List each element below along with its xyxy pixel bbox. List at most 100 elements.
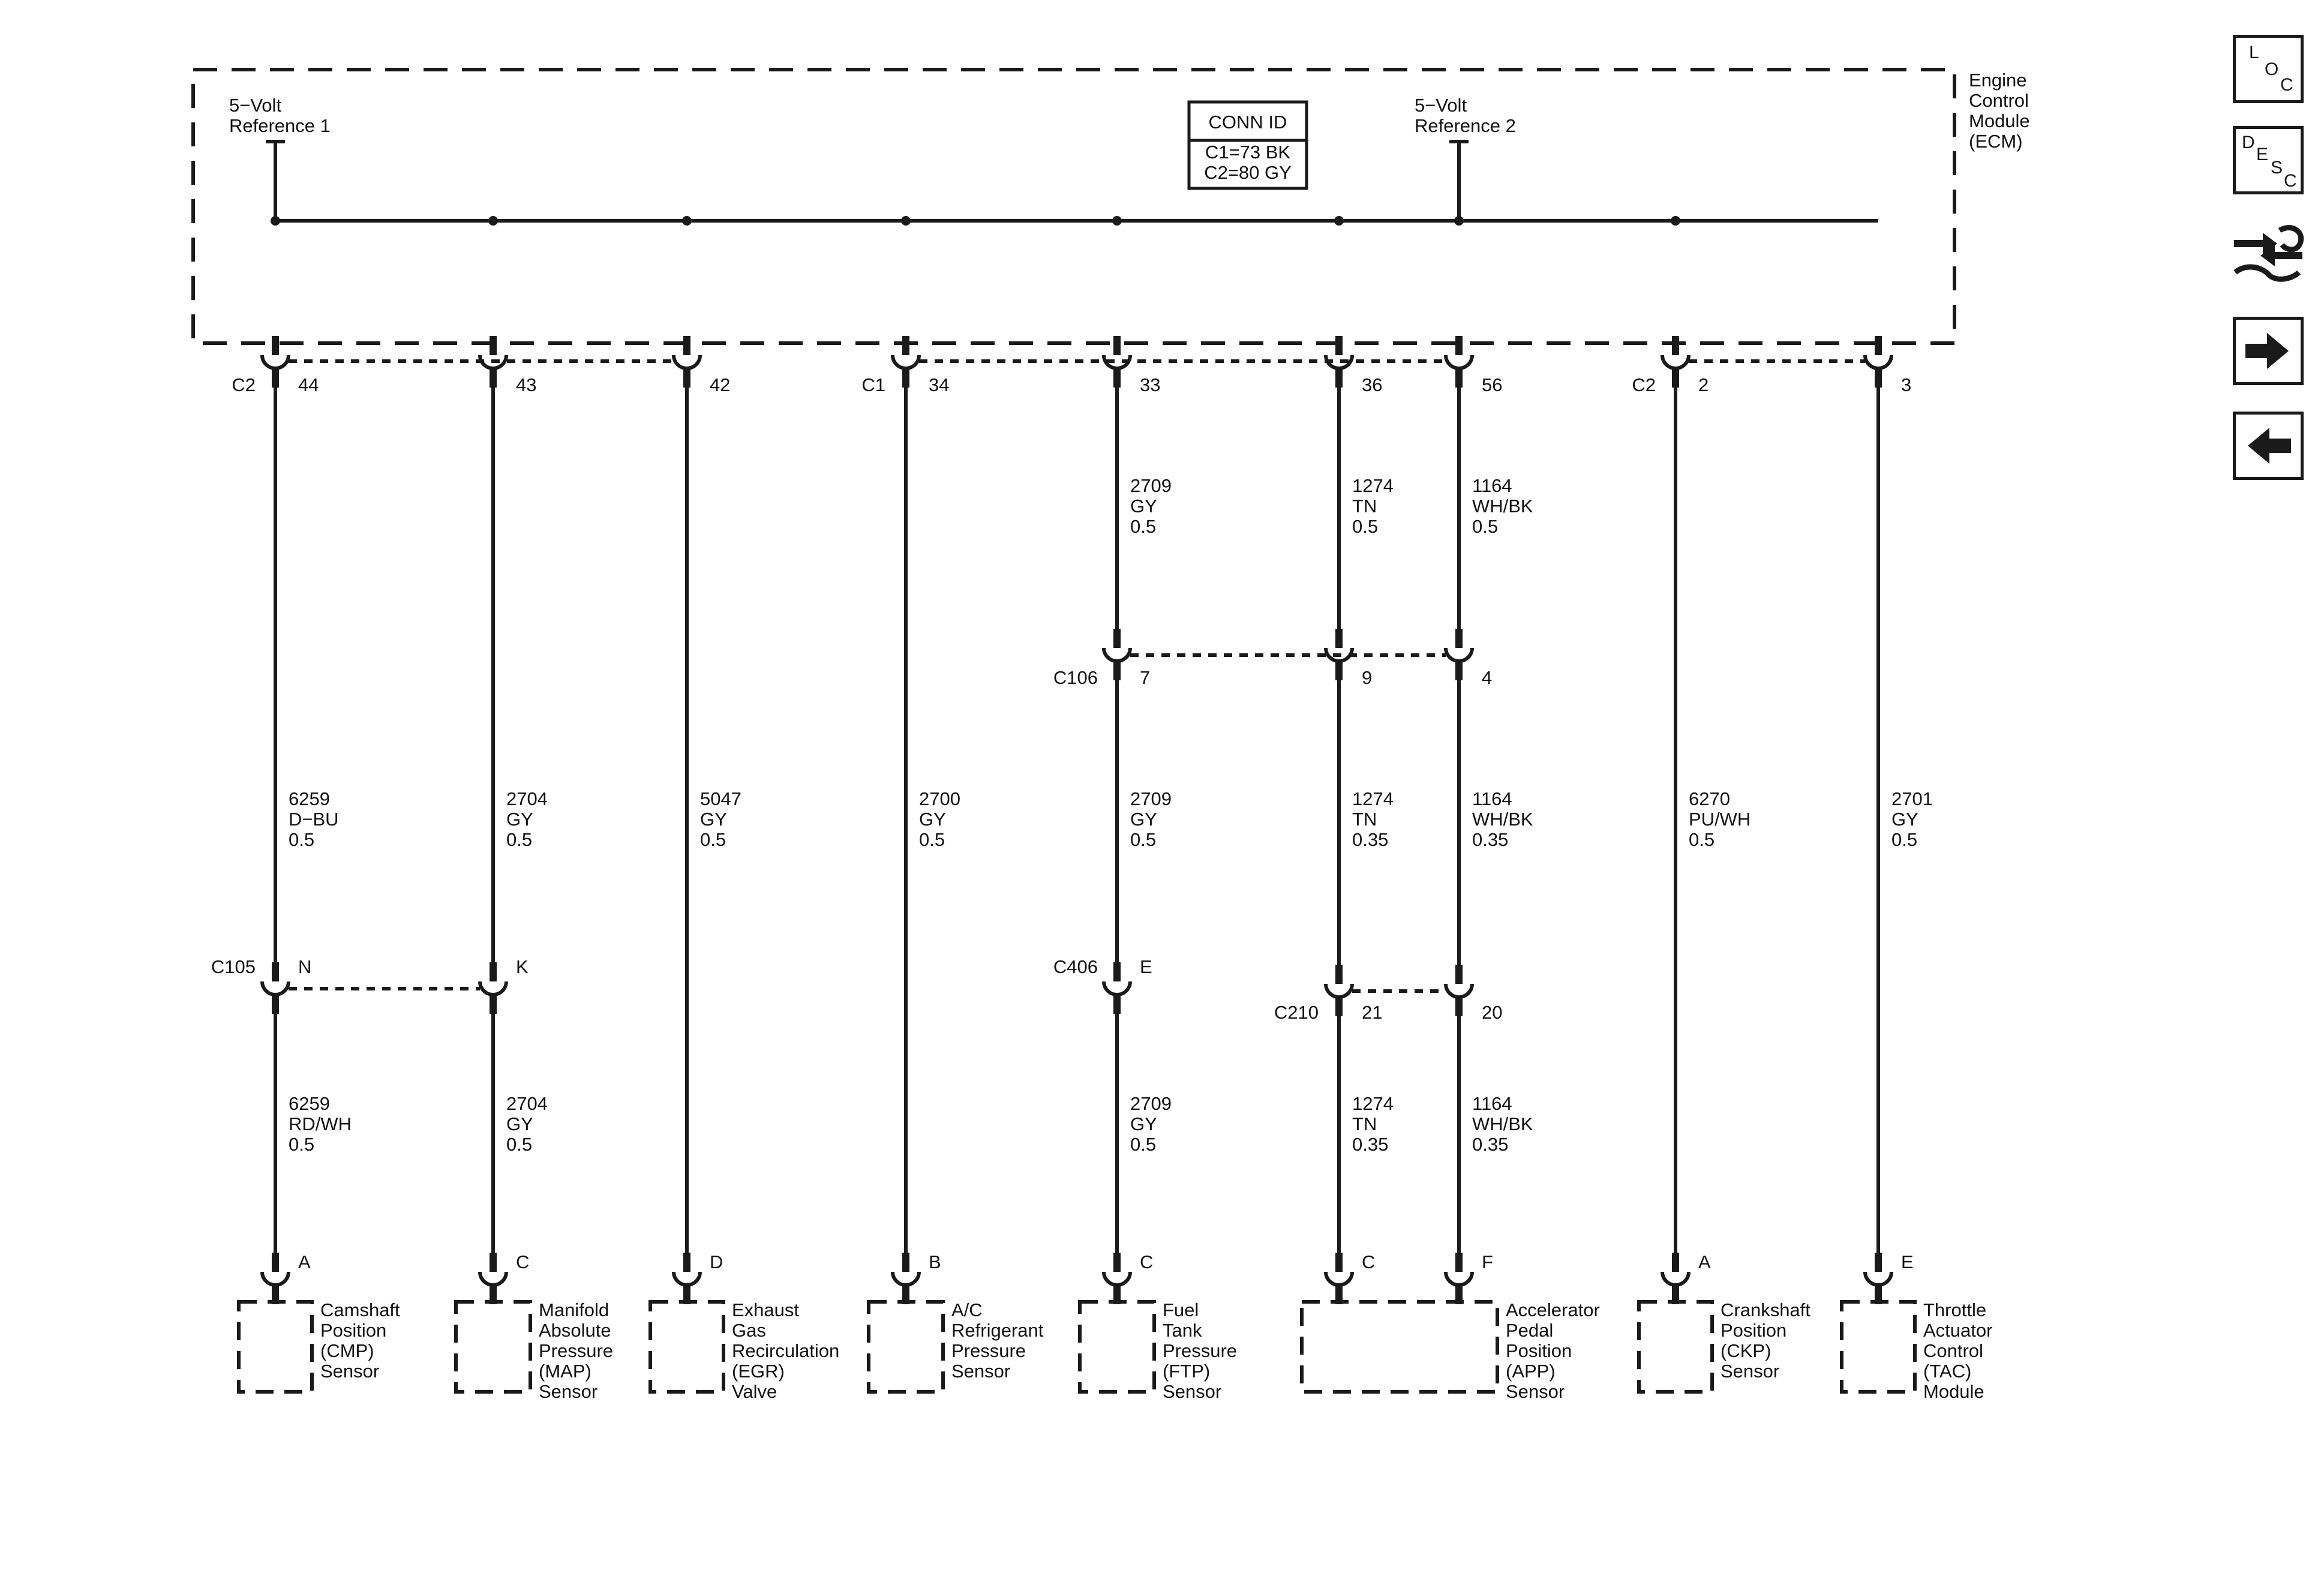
ecm-pin-label-0: 44 xyxy=(298,374,319,395)
ecm-connector-6-cup xyxy=(1444,355,1474,370)
ecm-connector-8-cup xyxy=(1863,355,1893,370)
bus-junction-4 xyxy=(1112,216,1122,226)
wire-lower-label-1-line-0: 2704 xyxy=(506,1093,548,1114)
component-pin-1-terminal xyxy=(490,1253,497,1272)
conn-id-rows-box xyxy=(1187,139,1308,190)
component-pin-7-terminal xyxy=(1672,1253,1679,1272)
component-pin-2-pin xyxy=(683,1286,690,1304)
wire-upper-label-1-line-2: 0.5 xyxy=(506,829,532,850)
c106-pin-label-2: 4 xyxy=(1482,667,1492,688)
c106-pin-4-terminal xyxy=(1113,629,1121,648)
component-name-1-line-1: Absolute xyxy=(539,1320,611,1341)
arrow-left-icon xyxy=(2248,428,2291,464)
arrow-right-icon xyxy=(2245,333,2289,369)
wire-lower-label-0-line-0: 6259 xyxy=(289,1093,330,1114)
wire-top-label-4-line-2: 0.5 xyxy=(1130,516,1156,537)
component-name-6-line-0: Crankshaft xyxy=(1721,1299,1810,1320)
wire-lower-label-4-line-1: GY xyxy=(1130,1113,1157,1134)
wire-upper-label-3-line-1: GY xyxy=(919,809,946,830)
c106-pin-label-1: 9 xyxy=(1362,667,1372,688)
wire-upper-label-5-line-1: TN xyxy=(1352,809,1377,830)
wire-upper-label-6-line-2: 0.35 xyxy=(1472,829,1508,850)
loc-letter-l: L xyxy=(2249,43,2259,62)
inline-pin-4-terminal xyxy=(1113,962,1121,981)
ecm-pin-label-8: 3 xyxy=(1901,374,1911,395)
desc-button[interactable]: D E S C xyxy=(2233,126,2304,194)
ecm-connector-1-pin xyxy=(490,370,497,388)
wire-upper-label-0-line-2: 0.5 xyxy=(289,829,314,850)
desc-letter-e: E xyxy=(2256,145,2269,164)
component-name-2-line-1: Gas xyxy=(732,1320,766,1341)
component-pin-1-cup xyxy=(478,1271,508,1287)
component-name-2-line-4: Valve xyxy=(732,1381,777,1402)
wire-upper-label-2-line-1: GY xyxy=(700,809,727,830)
ecm-connector-5-cup xyxy=(1324,355,1354,370)
component-pin-label-2: D xyxy=(710,1251,723,1272)
ref2-label-line-0: 5−Volt xyxy=(1415,95,1467,116)
wire-upper-label-1-line-0: 2704 xyxy=(506,788,548,809)
component-name-6-line-1: Position xyxy=(1721,1320,1786,1341)
component-pin-3-terminal xyxy=(902,1253,909,1272)
bus-junction-7 xyxy=(1671,216,1680,226)
component-name-2-line-3: (EGR) xyxy=(732,1361,785,1382)
bus-junction-0 xyxy=(271,216,280,226)
component-name-7-line-2: Control xyxy=(1923,1340,1983,1361)
component-box-3 xyxy=(867,1300,945,1394)
component-name-1-line-2: Pressure xyxy=(539,1340,613,1361)
c210-pin-label-0: 21 xyxy=(1362,1002,1382,1023)
component-name-1-line-0: Manifold xyxy=(539,1299,609,1320)
component-name-5-line-0: Accelerator xyxy=(1506,1299,1600,1320)
wire-upper-label-7-line-1: PU/WH xyxy=(1689,809,1750,830)
inline-pin-5-terminal xyxy=(1335,965,1343,984)
ecm-conn-c2b-label: C2 xyxy=(1632,374,1656,395)
ref1-label-line-0: 5−Volt xyxy=(229,95,281,116)
ecm-pin-label-2: 42 xyxy=(710,374,730,395)
component-pin-4-terminal xyxy=(1113,1253,1121,1272)
component-box-6 xyxy=(1637,1300,1714,1394)
wire-lower-label-5-line-2: 0.35 xyxy=(1352,1134,1388,1155)
wire-top-label-6-line-2: 0.5 xyxy=(1472,516,1498,537)
ecm-connector-6-pin xyxy=(1455,370,1463,388)
inline-pin-1-terminal xyxy=(490,962,497,981)
wire-upper-label-3-line-0: 2700 xyxy=(919,788,960,809)
wire-lower-label-0-line-1: RD/WH xyxy=(289,1113,352,1134)
previous-button[interactable] xyxy=(2233,412,2304,480)
component-pin-label-6: F xyxy=(1482,1251,1493,1272)
c106-pin-5-terminal xyxy=(1335,629,1343,648)
c106-pin-6-pin xyxy=(1455,662,1463,680)
component-name-0-line-3: Sensor xyxy=(320,1361,379,1382)
component-name-5-line-4: Sensor xyxy=(1506,1381,1565,1402)
component-pin-3-cup xyxy=(891,1271,921,1287)
ecm-connector-2-cup xyxy=(672,355,702,370)
c105-pin-label-0: N xyxy=(298,956,311,977)
harness-route-button[interactable] xyxy=(2227,217,2310,286)
ecm-pin-label-6: 56 xyxy=(1482,374,1502,395)
ecm-pin-label-3: 34 xyxy=(929,374,949,395)
component-pin-label-8: E xyxy=(1901,1251,1914,1272)
ecm-connector-5-pin xyxy=(1335,370,1343,388)
component-name-0-line-2: (CMP) xyxy=(320,1340,374,1361)
ecm-pin-label-1: 43 xyxy=(516,374,536,395)
component-box-1 xyxy=(454,1300,532,1394)
wire-upper-label-5-line-2: 0.35 xyxy=(1352,829,1388,850)
component-pin-6-cup xyxy=(1444,1271,1474,1287)
component-name-7-line-4: Module xyxy=(1923,1381,1984,1402)
component-name-4-line-3: (FTP) xyxy=(1163,1361,1210,1382)
component-pin-label-3: B xyxy=(929,1251,941,1272)
component-name-4-line-0: Fuel xyxy=(1163,1299,1199,1320)
component-name-7-line-3: (TAC) xyxy=(1923,1361,1971,1382)
c105-label: C105 xyxy=(211,956,256,977)
ecm-connector-7-pin xyxy=(1672,370,1679,388)
component-box-7 xyxy=(1840,1300,1917,1394)
conn-id-row-c2: C2=80 GY xyxy=(1204,162,1292,183)
c105-pin-label-1: K xyxy=(516,956,529,977)
loc-button[interactable]: L O C xyxy=(2233,35,2304,103)
bus-junction-2 xyxy=(682,216,692,226)
component-name-1-line-3: (MAP) xyxy=(539,1361,591,1382)
next-button[interactable] xyxy=(2233,317,2304,385)
ecm-connector-0-cup xyxy=(260,355,290,370)
loc-letter-c: C xyxy=(2280,75,2293,95)
component-pin-label-5: C xyxy=(1362,1251,1375,1272)
component-pin-7-pin xyxy=(1672,1286,1679,1304)
component-pin-6-pin xyxy=(1455,1286,1463,1304)
